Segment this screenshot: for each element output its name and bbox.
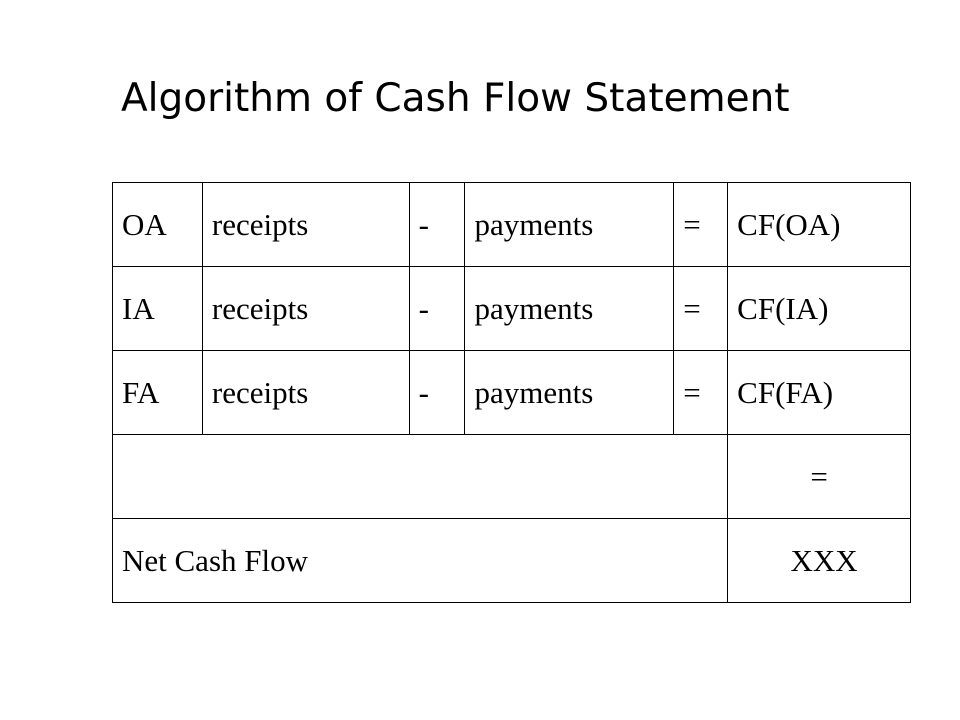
result-cell: CF(FA)	[727, 350, 911, 435]
total-value-cell: XXX	[727, 518, 911, 603]
receipts-cell: receipts	[201, 182, 410, 267]
minus-cell: -	[408, 266, 466, 351]
payments-cell: payments	[464, 182, 675, 267]
table-row: FA receipts - payments = CF(FA)	[112, 350, 911, 435]
activity-cell: FA	[112, 350, 203, 435]
total-row: Net Cash Flow XXX	[111, 518, 911, 603]
minus-cell: -	[408, 182, 466, 267]
total-label-cell: Net Cash Flow	[111, 518, 729, 603]
receipts-cell: receipts	[201, 266, 410, 351]
table-row: IA receipts - payments = CF(IA)	[112, 266, 911, 351]
receipts-cell: receipts	[201, 350, 410, 435]
activity-cell: IA	[112, 266, 203, 351]
table-row: OA receipts - payments = CF(OA)	[112, 182, 911, 267]
cash-flow-table: OA receipts - payments = CF(OA) IA recei…	[111, 182, 911, 603]
result-cell: CF(IA)	[727, 266, 911, 351]
minus-cell: -	[408, 350, 466, 435]
equals-cell: =	[673, 182, 729, 267]
result-cell: CF(OA)	[727, 182, 911, 267]
empty-cell	[111, 434, 729, 519]
activity-cell: OA	[112, 182, 203, 267]
sum-equals-cell: =	[727, 434, 911, 519]
equals-cell: =	[673, 350, 729, 435]
payments-cell: payments	[464, 266, 675, 351]
sum-row: =	[111, 434, 911, 519]
slide-title: Algorithm of Cash Flow Statement	[121, 76, 790, 121]
payments-cell: payments	[464, 350, 675, 435]
equals-cell: =	[673, 266, 729, 351]
